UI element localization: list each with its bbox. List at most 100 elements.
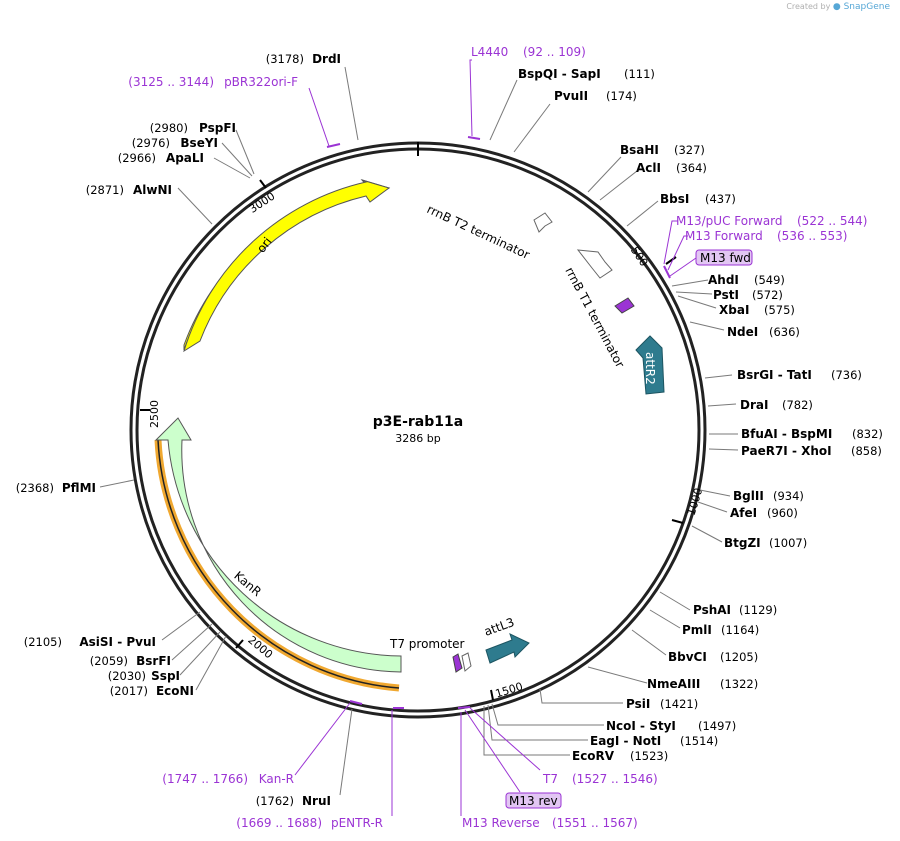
enzyme-apali[interactable]: ApaLI — [166, 151, 204, 165]
leader-nmeaiii — [587, 666, 648, 684]
enzyme-pspfi-pos: (2980) — [150, 121, 188, 135]
enzyme-xhoi[interactable]: PaeR7I - XhoI — [741, 444, 832, 458]
enzyme-bsahi[interactable]: BsaHI — [620, 143, 659, 157]
feature-kanr[interactable]: KanR — [154, 417, 402, 692]
leader-apali — [213, 157, 251, 179]
enzyme-nmeaiii[interactable]: NmeAIII — [647, 677, 700, 691]
m13-fwd-box-label: M13 fwd — [700, 251, 751, 265]
enzyme-alwni[interactable]: AlwNI — [133, 183, 172, 197]
enzyme-sapi[interactable]: BspQI - SapI — [518, 67, 601, 81]
boxed-label-m13-rev[interactable]: M13 rev — [505, 792, 562, 809]
enzyme-bseyi[interactable]: BseYI — [180, 136, 218, 150]
enzyme-bsrfi[interactable]: BsrFI — [136, 654, 171, 668]
primer-m13puc[interactable]: M13/pUC Forward — [676, 214, 783, 228]
enzyme-pspfi[interactable]: PspFI — [199, 121, 236, 135]
ori-arrow-body[interactable] — [183, 179, 391, 353]
feature-t7-promoter[interactable]: T7 promoter — [389, 637, 472, 673]
primer-l4440[interactable]: L4440 — [471, 45, 508, 59]
leader-acli — [599, 170, 638, 201]
attl3-arrow[interactable] — [485, 633, 530, 664]
enzyme-psii[interactable]: PsiI — [626, 697, 650, 711]
enzyme-drai[interactable]: DraI — [740, 398, 768, 412]
t7-promoter-primer-arrow[interactable] — [452, 653, 463, 673]
rrnb-t1-arrow[interactable] — [576, 249, 613, 279]
rrnb-t1-label: rrnB T1 terminator — [562, 265, 627, 370]
enzyme-pflmi[interactable]: PflMI — [62, 481, 96, 495]
leader-ecorv — [483, 706, 570, 756]
enzyme-ahdi[interactable]: AhdI — [708, 273, 739, 287]
leader-bseyi — [221, 142, 253, 177]
enzyme-econi[interactable]: EcoNI — [156, 684, 194, 698]
enzyme-ndei-pos: (636) — [769, 325, 800, 339]
primer-m13fwd[interactable]: M13 Forward — [685, 229, 763, 243]
enzyme-btgzi-pos: (1007) — [769, 536, 807, 550]
primer-kanr-range: (1747 .. 1766) — [162, 772, 248, 786]
primer-pbr322ori[interactable]: pBR322ori-F — [224, 75, 298, 89]
leader-sapi — [489, 79, 518, 141]
enzyme-ndei[interactable]: NdeI — [727, 325, 758, 339]
enzyme-bsrgi[interactable]: BsrGI - TatI — [737, 368, 812, 382]
tick-mark-1000 — [671, 519, 684, 524]
primer-leader-lines — [294, 59, 697, 816]
leader-ndei — [689, 321, 725, 331]
enzyme-xhoi-pos: (858) — [851, 444, 882, 458]
plasmid-size: 3286 bp — [395, 432, 440, 445]
enzyme-pvuii[interactable]: PvuII — [554, 89, 588, 103]
enzyme-pvui[interactable]: AsiSI - PvuI — [79, 635, 156, 649]
enzyme-sspi-pos: (2030) — [108, 669, 146, 683]
primer-m13rev[interactable]: M13 Reverse — [462, 816, 540, 830]
primer-kanr[interactable]: Kan-R — [259, 772, 294, 786]
feature-ori[interactable]: ori — [183, 179, 391, 353]
enzyme-drdi-pos: (3178) — [266, 52, 304, 66]
tick-1000: 1000 — [685, 486, 706, 517]
enzyme-xbai[interactable]: XbaI — [719, 303, 749, 317]
leader-psii — [539, 688, 623, 704]
enzyme-sspi[interactable]: SspI — [151, 669, 180, 683]
enzyme-bfuai[interactable]: BfuAI - BspMI — [741, 427, 832, 441]
enzyme-bbsi[interactable]: BbsI — [660, 192, 689, 206]
leader-pmli — [649, 609, 681, 629]
leader-bbsi — [626, 200, 659, 227]
enzyme-ecorv-pos: (1523) — [630, 749, 668, 763]
leader-nrui — [339, 708, 353, 796]
feature-primer-site-right[interactable] — [614, 297, 635, 314]
kanr-arrow[interactable] — [154, 417, 402, 673]
t7-promoter-arrow[interactable] — [461, 652, 472, 672]
feature-attr2[interactable]: attR2 — [635, 335, 665, 395]
enzyme-leader-lines — [99, 66, 739, 796]
boxed-label-m13-fwd[interactable]: M13 fwd — [695, 249, 753, 266]
enzyme-bglii-pos: (934) — [773, 489, 804, 503]
leader-pflmi — [99, 479, 135, 488]
enzyme-pshai[interactable]: PshAI — [693, 603, 731, 617]
leader-kanr-primer — [294, 702, 351, 776]
leader-bglii — [699, 489, 731, 497]
enzyme-ecorv[interactable]: EcoRV — [572, 749, 615, 763]
ori-arrow[interactable] — [183, 179, 391, 351]
enzyme-pmli[interactable]: PmlI — [682, 623, 712, 637]
enzyme-psti[interactable]: PstI — [713, 288, 739, 302]
feature-rrnb-t1[interactable]: rrnB T1 terminator — [562, 249, 627, 370]
primer-pentr[interactable]: pENTR-R — [331, 816, 383, 830]
enzyme-apali-pos: (2966) — [118, 151, 156, 165]
enzyme-drdi[interactable]: DrdI — [312, 52, 341, 66]
credit-brand: SnapGene — [843, 2, 890, 12]
primer-t7[interactable]: T7 — [542, 772, 558, 786]
snapgene-logo: ● SnapGene — [832, 2, 890, 12]
enzyme-acli[interactable]: AclI — [636, 161, 661, 175]
rrnb-t2-arrow[interactable] — [533, 212, 553, 233]
enzyme-ncoi[interactable]: NcoI - StyI — [606, 719, 676, 733]
primer-pbr322ori-range: (3125 .. 3144) — [128, 75, 214, 89]
primer-site-arrow-right[interactable] — [614, 297, 635, 314]
attr2-arrow[interactable] — [635, 335, 665, 395]
enzyme-bbvci[interactable]: BbvCI — [668, 650, 707, 664]
enzyme-afei[interactable]: AfeI — [730, 506, 757, 520]
enzyme-eagi[interactable]: EagI - NotI — [590, 734, 661, 748]
feature-rrnb-t2[interactable]: rrnB T2 terminator — [425, 202, 553, 262]
enzyme-btgzi[interactable]: BtgZI — [724, 536, 761, 550]
leader-pvui — [161, 611, 201, 641]
attr2-label: attR2 — [643, 352, 657, 385]
enzyme-nrui[interactable]: NruI — [302, 794, 331, 808]
enzyme-bbsi-pos: (437) — [705, 192, 736, 206]
enzyme-bglii[interactable]: BglII — [733, 489, 764, 503]
feature-attl3[interactable]: attL3 — [482, 615, 530, 664]
